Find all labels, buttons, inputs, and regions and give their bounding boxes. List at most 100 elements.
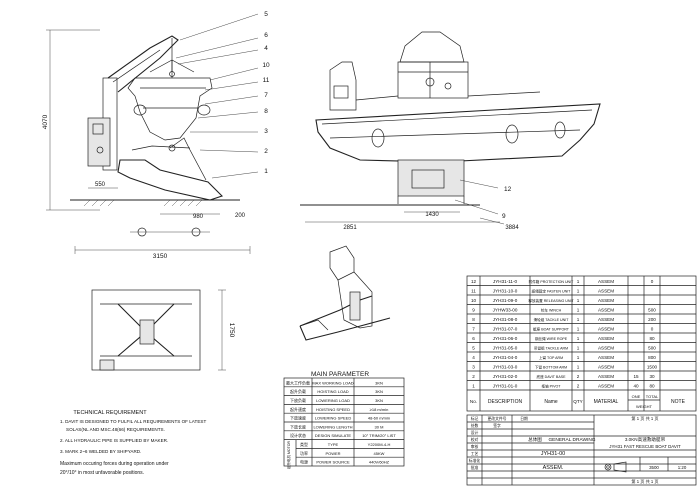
hdr-desc: DESCRIPTION	[488, 399, 523, 405]
param-val-7: Y2200M-4-H	[368, 442, 391, 447]
part-name-5: 吊臂组 TACKLE ARM	[534, 346, 568, 351]
param-cn-1: 起升负载	[290, 388, 306, 394]
balloon-9: 9	[502, 213, 506, 220]
part-w2-9: 500	[648, 308, 656, 313]
part-no-3: 3	[472, 365, 475, 370]
tb-drawing-type-cn: 总体图	[528, 436, 542, 443]
param-en-9: POWER SOURCE	[316, 460, 350, 465]
balloon-1: 1	[264, 168, 268, 175]
part-w1-1: 40	[633, 384, 639, 389]
part-no-1: 1	[472, 384, 475, 389]
tb-product-cn: 3.0KN高速救助艇吊	[625, 436, 666, 443]
param-val-9: 440V/60HZ	[369, 460, 390, 465]
part-qty-8: 1	[577, 317, 580, 322]
balloon-4: 4	[264, 45, 268, 52]
part-mat-12: ASSEM	[598, 279, 614, 284]
hdr-note: NOTE	[671, 399, 686, 405]
part-w2-1: 80	[649, 384, 655, 389]
tb-label-standard: 标准化	[469, 458, 481, 463]
part-name-7: 艇座 BOAT SUPPORT	[533, 327, 570, 332]
part-no-11: 11	[471, 289, 476, 294]
part-code-6: JYH31-06-0	[493, 336, 518, 341]
part-code-4: JYH31-04-0	[493, 355, 518, 360]
part-qty-3: 1	[577, 365, 580, 370]
part-name-1: 枢轴 PIVOT	[542, 384, 562, 389]
part-code-3: JYH31-03-0	[493, 365, 518, 370]
dim-1430-label: 1430	[425, 212, 439, 218]
tech-note-line-2: 20°/10° in most unfavorable positions.	[60, 470, 144, 476]
tb-label-date: 日期	[520, 416, 528, 421]
param-en-4: LOWERING SPEED	[315, 416, 352, 421]
side-view: 1430 2851 3884	[300, 31, 601, 231]
part-no-9: 9	[472, 308, 475, 313]
dim-2851-label: 2851	[343, 225, 357, 231]
motor-label: 起升电机 MOTOR	[286, 441, 291, 469]
param-cn-3: 起升速度	[290, 406, 306, 412]
hdr-name: Name	[544, 399, 558, 405]
part-name-2: 底座 DAVIT BASE	[536, 374, 566, 379]
param-val-2: 3KN	[375, 398, 383, 403]
part-w2-8: 200	[648, 317, 656, 322]
part-qty-10: 1	[577, 298, 580, 303]
tb-label-change: 更改文件号	[488, 416, 507, 421]
param-cn-7: 类型	[300, 441, 308, 447]
hdr-material: MATERIAL	[594, 399, 619, 405]
part-mat-7: ASSEM	[598, 327, 614, 332]
param-cn-9: 电源	[300, 459, 308, 465]
part-w2-7: 0	[651, 327, 654, 332]
balloon-8: 8	[264, 108, 268, 115]
part-mat-5: ASSEM	[598, 346, 614, 351]
tb-label-approve: 批准	[471, 465, 479, 470]
part-code-12: JYH31-11-0	[493, 279, 518, 284]
part-no-8: 8	[472, 317, 475, 322]
part-qty-6: 1	[577, 336, 580, 341]
dim-3150-label: 3150	[153, 253, 168, 260]
part-name-11: 缆绳固定 FASTEN UNIT	[532, 289, 572, 294]
part-mat-1: ASSEM	[598, 384, 614, 389]
param-en-7: TYPE	[328, 442, 339, 447]
tb-sheet-bottom: 第 1 页 共 1 页	[631, 478, 658, 485]
tb-label-check: 校对	[471, 437, 479, 442]
part-qty-7: 1	[577, 327, 580, 332]
dim-200-label: 200	[235, 213, 246, 219]
part-w2-3: 1500	[647, 365, 658, 370]
tb-product: JYH31 FAST RESCUE BOAT DAVIT	[609, 444, 681, 449]
param-en-6: DESIGN SIMULATE	[315, 433, 351, 438]
part-code-9: JYHW33-00	[493, 308, 518, 313]
part-mat-11: ASSEM	[598, 289, 614, 294]
dim-550-label: 550	[95, 182, 106, 188]
param-cn-0: 最大工作负载	[286, 379, 310, 385]
part-mat-3: ASSEM	[598, 365, 614, 370]
part-qty-5: 1	[577, 346, 580, 351]
tech-req-line-1: 1. DAVIT IS DESIGNED TO FULFIL ALL REQUI…	[60, 419, 206, 424]
dim-height-label: 4070	[42, 114, 49, 129]
param-en-3: HOISTING SPEED	[316, 407, 350, 412]
balloon-10: 10	[262, 62, 270, 69]
part-no-2: 2	[472, 374, 475, 379]
part-qty-12: 1	[577, 279, 580, 284]
part-w2-2: 30	[649, 374, 655, 379]
param-en-2: LOWERING LOAD	[316, 398, 350, 403]
param-val-8: 45KW	[374, 451, 385, 456]
part-mat-9: ASSEM	[598, 308, 614, 313]
part-name-3: 下臂 BOTTOM ARM	[535, 365, 567, 370]
param-en-0: MAX WORKING LOAD	[312, 380, 353, 385]
param-cn-4: 下放速度	[290, 415, 306, 421]
param-val-0: 3KN	[375, 380, 383, 385]
tb-scale: 1:20	[678, 465, 687, 470]
part-name-8: 滑轮组 TACKLE UNIT	[534, 317, 570, 322]
tech-req-line-4: 3. MARK 2~6 WELDED BY SHIPYARD.	[60, 449, 141, 454]
part-code-7: JYH31-07-0	[493, 327, 518, 332]
part-qty-4: 1	[577, 355, 580, 360]
main-parameter-table: MAIN PARAMETER 起升电机 MOTOR 最大工作负载 起升负载 下放…	[283, 371, 405, 469]
param-val-3: ≥18 m/min	[370, 407, 389, 412]
tb-drawing-no: JYH31-00	[541, 451, 565, 457]
part-no-12: 12	[471, 279, 477, 284]
param-val-1: 3KN	[375, 389, 383, 394]
dim-1750-label: 1750	[228, 323, 235, 338]
part-no-10: 10	[471, 298, 477, 303]
param-cn-8: 功率	[300, 450, 308, 456]
param-cn-2: 下放负载	[290, 397, 306, 403]
param-en-1: HOISTING LOAD	[317, 389, 348, 394]
